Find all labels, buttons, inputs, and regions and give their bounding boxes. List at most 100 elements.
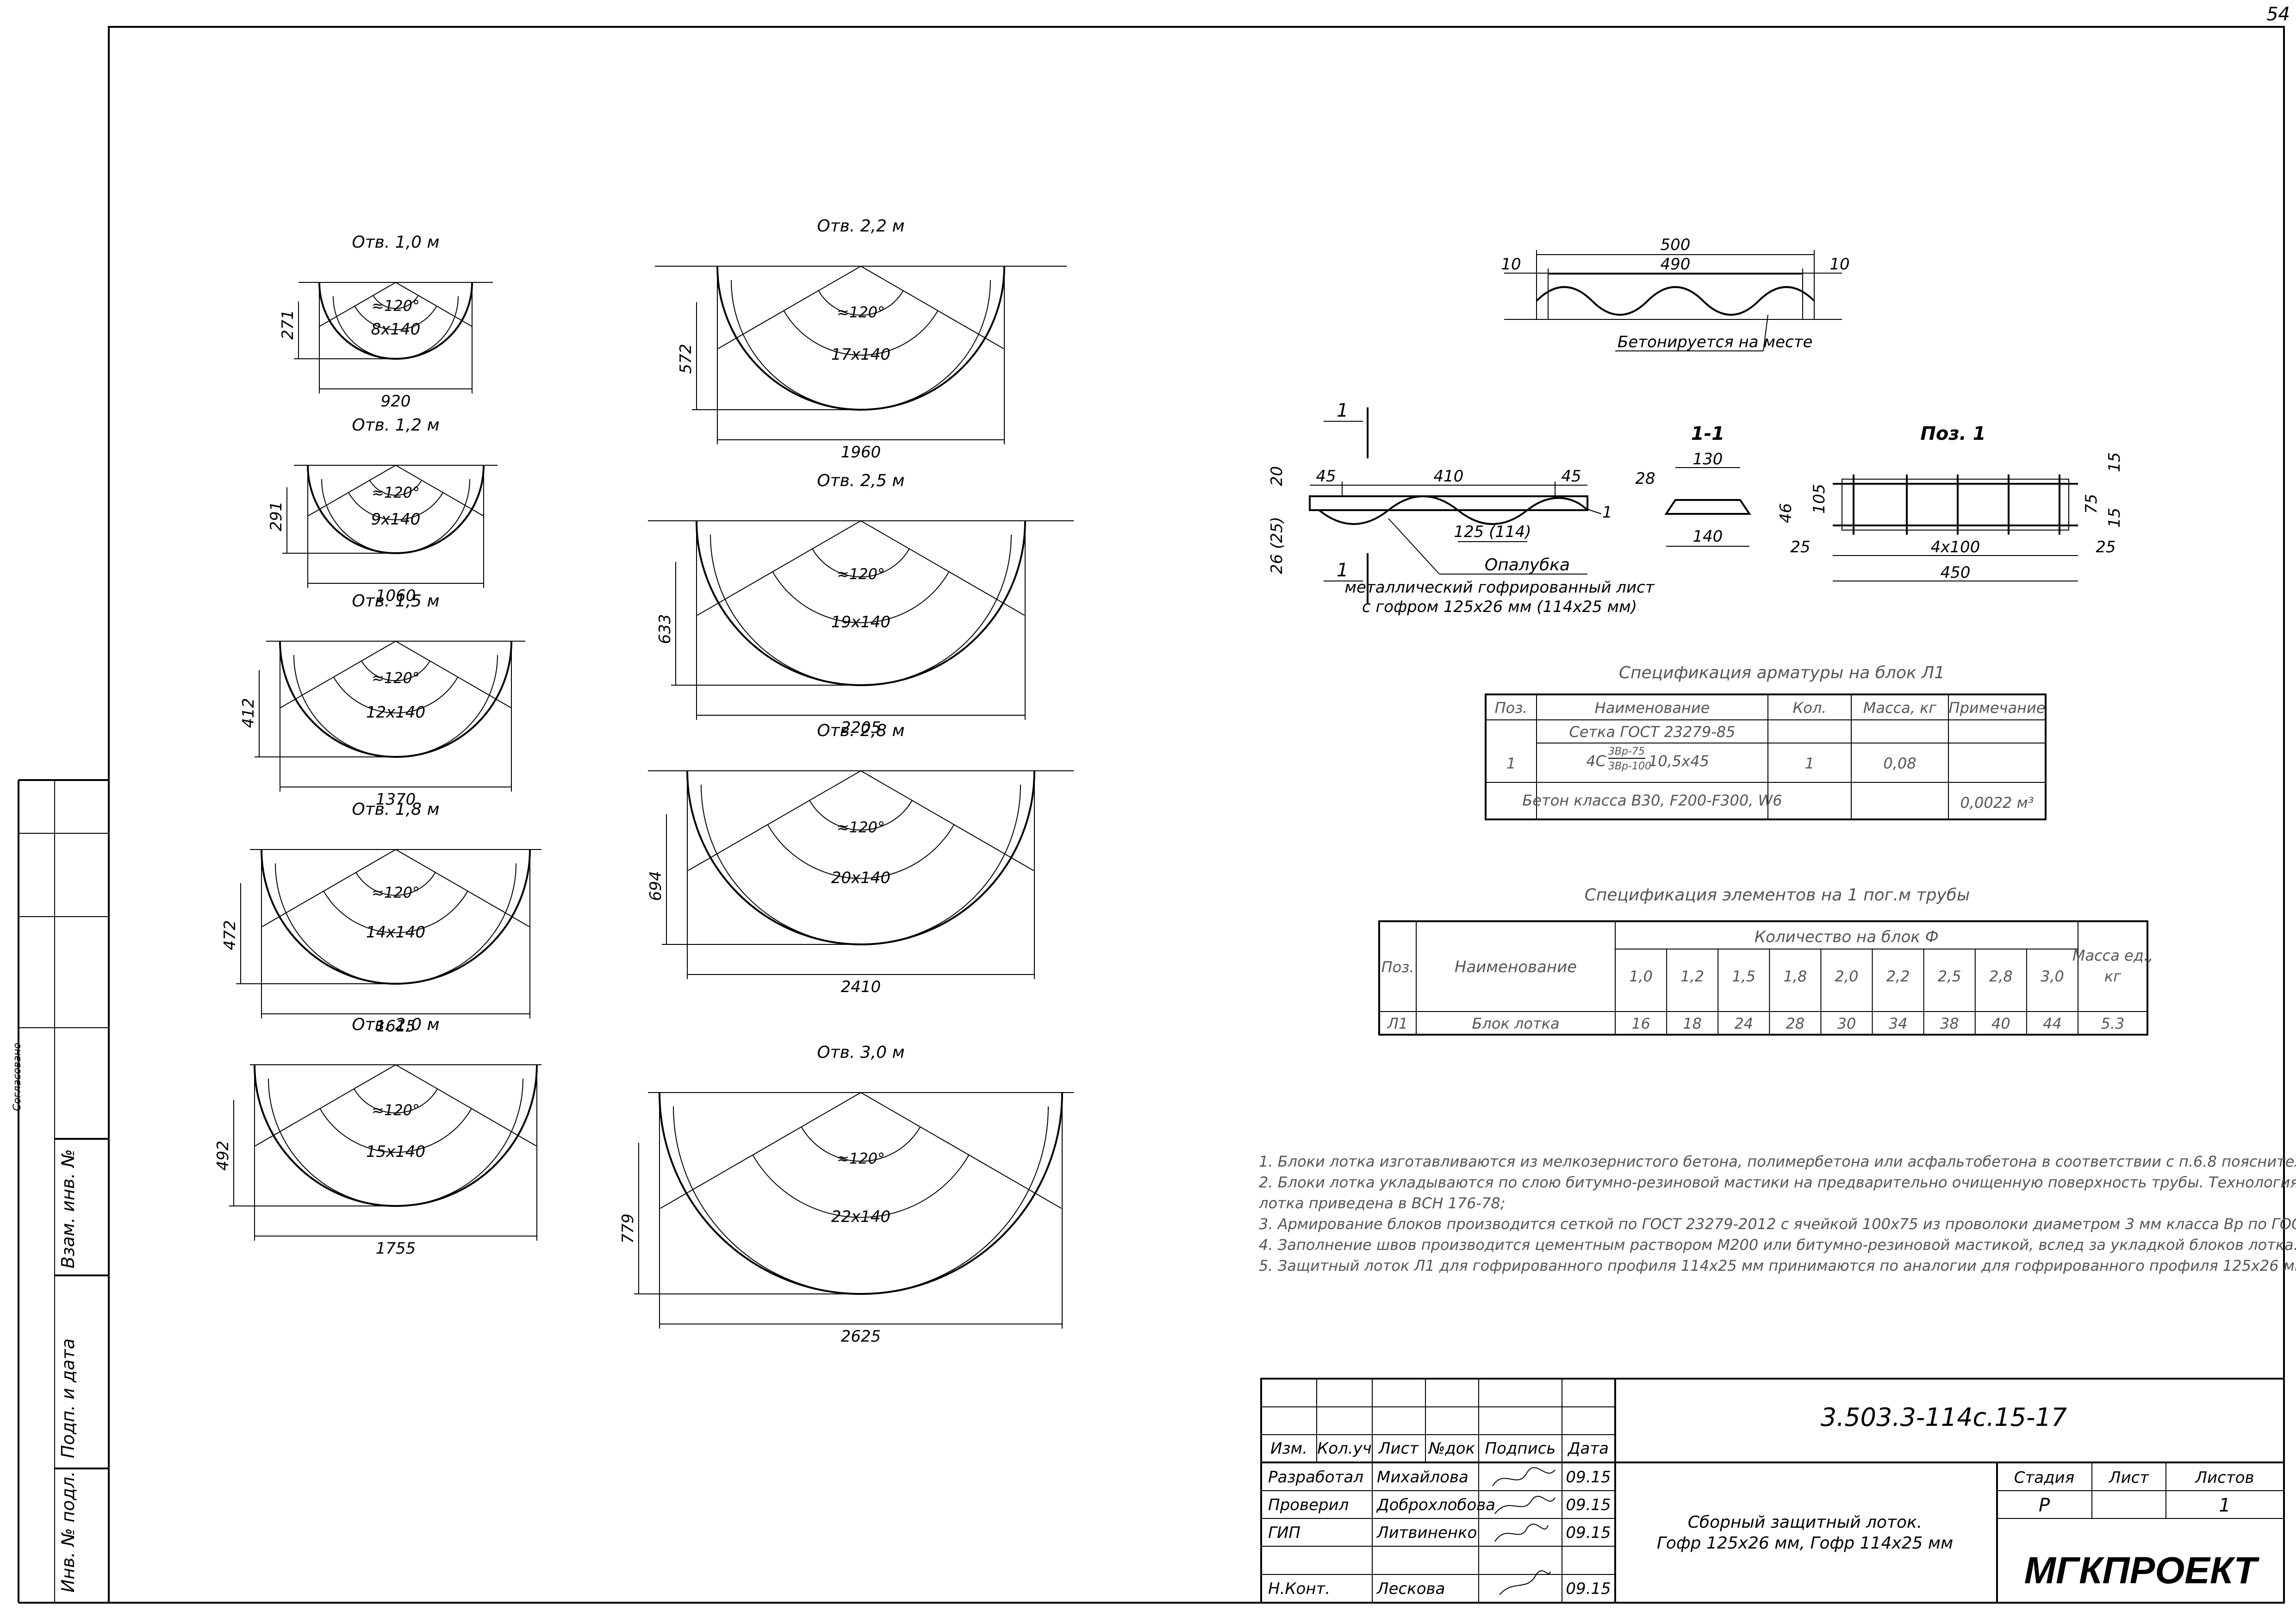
note-4: 4. Заполнение швов производится цементны…	[1259, 1236, 2296, 1254]
note-2: 2. Блоки лотка укладываются по слою биту…	[1259, 1174, 2296, 1191]
tb-role-1: Разработал	[1268, 1468, 1363, 1487]
tb-h-date: Дата	[1567, 1439, 1609, 1458]
halfpipe-height: 779	[619, 1213, 637, 1243]
spec-col-value: 18	[1683, 1015, 1702, 1032]
signature-1	[1492, 1467, 1556, 1487]
halfpipe-count: 9x140	[371, 510, 421, 529]
tb-stage: Р	[2039, 1495, 2050, 1516]
doc-code: 3.503.3-114с.15-17	[1821, 1403, 2067, 1432]
halfpipe-count: 17x140	[831, 345, 890, 364]
spec-col-header: 3,0	[2041, 968, 2064, 985]
halfpipe-angle: ≈120°	[372, 1101, 420, 1119]
halfpipe-count: 19x140	[831, 613, 890, 631]
tb-sheet-h: Лист	[2108, 1468, 2149, 1487]
spec-rebar-h-note: Примечание	[1949, 699, 2046, 717]
corr-dim-right: 10	[1829, 255, 1849, 274]
halfpipe-count: 12x140	[366, 703, 425, 722]
section-1-1-title: 1-1	[1691, 423, 1724, 444]
spec-col-header: 1,0	[1629, 968, 1653, 985]
spec-rebar-mass: 0,08	[1883, 755, 1916, 772]
spec-col-value: 28	[1786, 1015, 1805, 1032]
halfpipe-angle: ≈120°	[837, 818, 885, 836]
halfpipe-height: 492	[214, 1141, 232, 1171]
spec-rebar-title: Спецификация арматуры на блок Л1	[1619, 663, 1945, 682]
tb-desc-2: Гофр 125х26 мм, Гофр 114х25 мм	[1657, 1534, 1953, 1553]
sheet-number: 54	[2266, 4, 2290, 25]
spec-col-value: 16	[1631, 1015, 1650, 1032]
tb-stage-h: Стадия	[2014, 1468, 2074, 1487]
spec-elements-h-group: Количество на блок Ф	[1755, 928, 1939, 946]
halfpipe-title: Отв. 2,5 м	[817, 471, 904, 490]
spec-col-header: 2,2	[1886, 968, 1910, 985]
spec-rebar-h-mass: Масса, кг	[1863, 699, 1937, 717]
side-stamp-cell-1: Взам. инв. №	[58, 1149, 78, 1268]
halfpipe-count: 20x140	[831, 869, 890, 887]
spec-col-value: 24	[1734, 1015, 1753, 1032]
pos-1-dim-height: 105	[1810, 484, 1829, 514]
pos-1-dim-r2: 75	[2082, 494, 2101, 514]
block-dim-top: 410	[1434, 467, 1464, 486]
spec-col-header: 2,5	[1938, 968, 1961, 985]
spec-rebar-name-suffix: 10,5х45	[1649, 752, 1709, 770]
tb-date-3: 09.15	[1566, 1524, 1611, 1542]
section-mark-top: 1	[1337, 400, 1348, 421]
tb-role-3: ГИП	[1268, 1524, 1300, 1542]
pos-1-title: Поз. 1	[1920, 423, 1985, 444]
section-dim-bottom: 140	[1693, 527, 1723, 546]
spec-col-header: 1,2	[1680, 968, 1704, 985]
spec-elements-row-pos: Л1	[1387, 1015, 1408, 1032]
halfpipe-height: 633	[656, 614, 674, 644]
block-elevation: 1 1 410 45 45 125 (114) 20 26 (25) 1 Опа…	[1268, 400, 1655, 616]
side-stamp-cell-2: Подп. и дата	[58, 1338, 78, 1458]
note-1: 1. Блоки лотка изготавливаются из мелкоз…	[1259, 1153, 2296, 1170]
spec-col-value: 40	[1991, 1015, 2010, 1032]
halfpipe-title: Отв. 1,2 м	[352, 416, 439, 435]
signature-2	[1494, 1496, 1556, 1514]
halfpipe-height: 412	[239, 698, 258, 728]
halfpipe-count: 22x140	[831, 1208, 890, 1226]
halfpipe-width: 1615	[376, 1017, 416, 1036]
halfpipe-title: Отв. 2,0 м	[352, 1015, 439, 1034]
block-dim-right: 45	[1561, 467, 1581, 486]
halfpipe-title: Отв. 2,8 м	[817, 721, 904, 740]
block-dim-h2: 26 (25)	[1268, 517, 1286, 574]
spec-elements-h-pos: Поз.	[1381, 958, 1414, 976]
tb-name-4: Лескова	[1376, 1580, 1445, 1598]
spec-rebar-table: Спецификация арматуры на блок Л1 Поз. На…	[1485, 663, 2047, 820]
signature-4	[1499, 1570, 1551, 1595]
halfpipe-title: Отв. 1,5 м	[352, 592, 439, 611]
spec-col-value: 30	[1837, 1015, 1856, 1032]
halfpipe-title: Отв. 1,0 м	[352, 233, 439, 252]
side-stamp: Согласовано Взам. инв. № Подп. и дата Ин…	[12, 779, 109, 1604]
corr-note: Бетонируется на месте	[1618, 333, 1812, 351]
side-stamp-cell-3: Инв. № подл.	[58, 1471, 78, 1593]
halfpipe-width: 1370	[376, 790, 416, 809]
pos-1-dim-right: 25	[2096, 538, 2116, 556]
section-1-1: 1-1 130 140 28 46	[1635, 423, 1795, 547]
halfpipe-angle: ≈120°	[837, 1149, 885, 1167]
spec-elements-h-mass-1: Масса ед.,	[2072, 947, 2153, 964]
block-dim-pitch: 125 (114)	[1454, 523, 1531, 541]
spec-elements-h-name: Наименование	[1455, 958, 1577, 976]
formwork-1: Опалубка	[1485, 556, 1570, 575]
formwork-3: с гофром 125х26 мм (114х25 мм)	[1362, 598, 1637, 616]
note-3: 3. Армирование блоков производится сетко…	[1259, 1215, 2296, 1233]
halfpipe-width: 920	[381, 392, 411, 411]
spec-rebar-pos: 1	[1506, 755, 1516, 772]
spec-col-header: 2,8	[1989, 968, 2013, 985]
block-dim-h1: 20	[1268, 466, 1286, 486]
spec-rebar-h-qty: Кол.	[1793, 699, 1827, 717]
pos-1-mesh: Поз. 1 4x100 450 25 25 105 15 75 15	[1790, 423, 2124, 582]
tb-name-2: Доброхлобова	[1376, 1496, 1495, 1514]
spec-elements-table: Спецификация элементов на 1 пог.м трубы …	[1378, 886, 2153, 1036]
corrugation-detail: 500 490 10 10 Бетонируется на месте	[1501, 236, 1850, 351]
halfpipe-title: Отв. 1,8 м	[352, 800, 439, 819]
halfpipe-count: 15x140	[366, 1143, 425, 1161]
corr-dim-inner: 490	[1661, 255, 1691, 274]
block-leader: 1	[1602, 503, 1612, 522]
pos-1-dim-r3: 15	[2105, 508, 2124, 528]
notes: 1. Блоки лотка изготавливаются из мелкоз…	[1258, 1153, 2296, 1274]
